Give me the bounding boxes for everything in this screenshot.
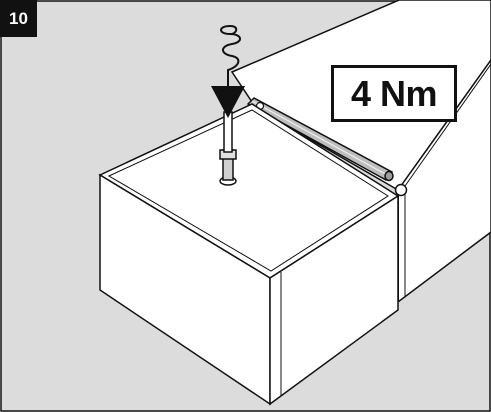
torque-label: 4 Nm <box>331 65 457 122</box>
block-right-face <box>269 194 399 406</box>
step-number-badge: 10 <box>0 0 37 37</box>
block-top-inner <box>107 109 389 272</box>
rail-hole <box>394 183 408 197</box>
rod-end <box>384 170 394 182</box>
rod-highlight <box>251 100 390 177</box>
downward-arrow-icon <box>211 86 245 118</box>
rail-edge-line <box>404 63 491 187</box>
screwdriver-rotation-icon <box>220 24 241 71</box>
